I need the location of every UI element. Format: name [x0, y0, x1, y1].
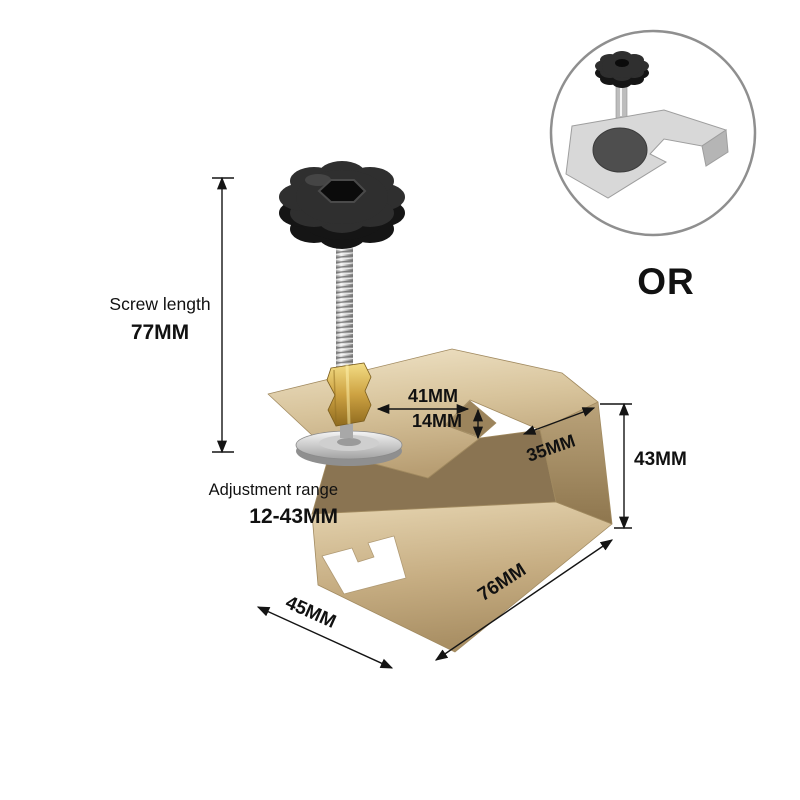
- brass-nut: [326, 362, 372, 427]
- foot-pad: [295, 430, 403, 466]
- screw-shaft: [336, 213, 353, 373]
- alt-product: [565, 51, 729, 199]
- alt-view: [549, 29, 757, 237]
- alternate-view-separator: OR: [637, 261, 695, 302]
- screw-assembly: [279, 161, 405, 466]
- knob-hex-socket: [317, 179, 367, 203]
- screw-length-value: 77MM: [130, 321, 190, 344]
- dim-line-base-length: [434, 539, 614, 661]
- alt-knob-hex-socket: [615, 59, 629, 67]
- alt-plate-edge: [701, 129, 729, 167]
- adjustment-range-value: 12-43MM: [249, 505, 338, 528]
- base-notch: [321, 535, 407, 595]
- dim-line-base-depth: [256, 606, 394, 669]
- alt-foot-pad: [592, 127, 648, 173]
- adjustment-range-label: Adjustment range: [208, 481, 338, 499]
- dim-side-height-value: 43MM: [634, 449, 687, 470]
- dimension-lines: [212, 176, 632, 669]
- knob-highlight: [305, 174, 331, 186]
- dim-top-width-value: 41MM: [407, 386, 458, 406]
- screw-length-label: Screw length: [109, 294, 211, 314]
- dim-step-height-value: 14MM: [411, 411, 462, 431]
- dim-line-flange-depth: [522, 407, 596, 435]
